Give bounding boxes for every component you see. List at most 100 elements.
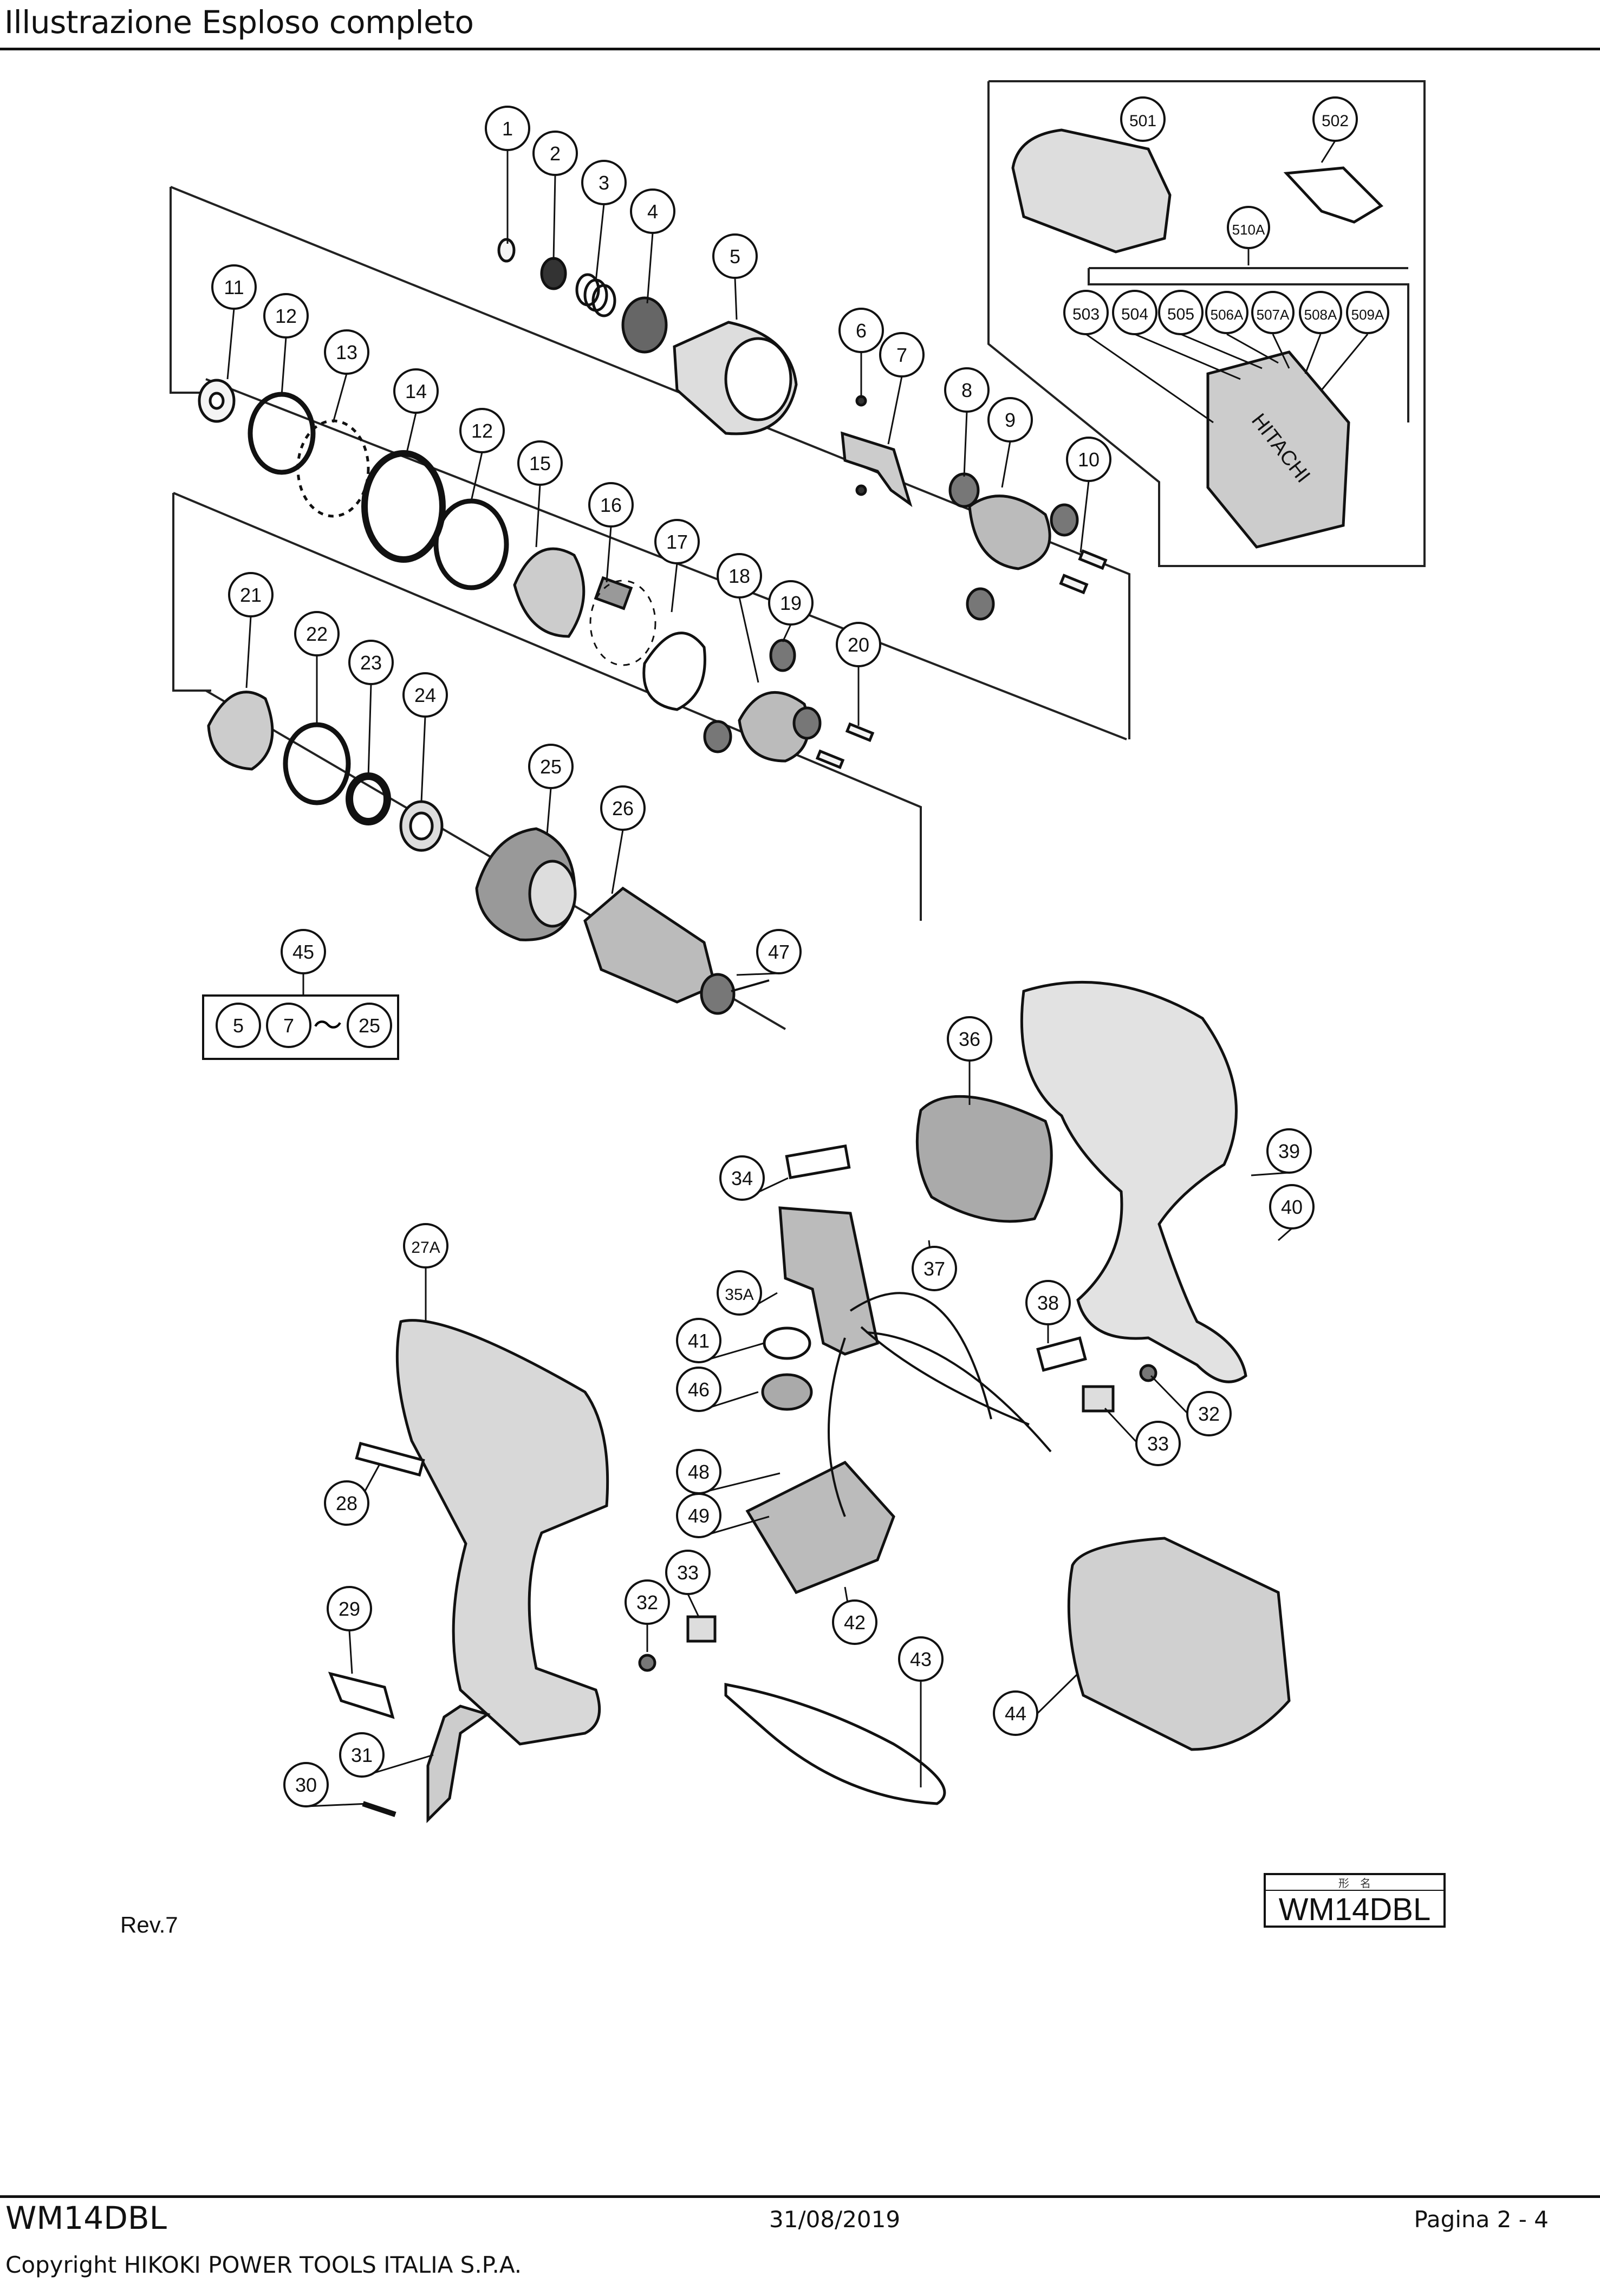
part-42-controller	[745, 1460, 895, 1595]
callout-circle	[654, 519, 700, 564]
callout-44: 44	[993, 1690, 1038, 1736]
part-501-charger	[1011, 128, 1172, 253]
part-9-hammer	[968, 495, 1051, 570]
leader-line	[782, 624, 792, 642]
callout-circle	[1227, 206, 1270, 249]
revision-label: Rev.7	[120, 1912, 178, 1937]
leader-line	[736, 972, 779, 976]
callout-number: 49	[688, 1505, 710, 1527]
callout-number: 20	[848, 634, 869, 656]
callout-20: 20	[836, 622, 881, 667]
callout-12: 12	[459, 408, 505, 453]
callout-number: 40	[1281, 1196, 1303, 1218]
callout-17: 17	[654, 519, 700, 564]
leader-line	[420, 716, 426, 802]
callout-circle	[836, 622, 881, 667]
callout-number: 32	[636, 1591, 658, 1614]
tool-body-parts	[328, 980, 1291, 1824]
callout-circle	[719, 1155, 765, 1201]
callout-number: 25	[359, 1014, 380, 1037]
callout-circle	[947, 1016, 992, 1062]
callout-49: 49	[676, 1493, 721, 1538]
middle-gear-frame	[172, 493, 211, 692]
leader-line	[226, 308, 235, 380]
callout-45: 45	[281, 929, 326, 974]
callout-1: 1	[485, 106, 530, 151]
callout-number: 15	[529, 452, 551, 474]
callout-number: 36	[959, 1028, 980, 1050]
callout-number: 7	[283, 1014, 294, 1037]
callout-number: 18	[729, 565, 750, 587]
callout-33: 33	[665, 1550, 711, 1595]
leader-line	[1251, 1172, 1290, 1176]
callout-number: 12	[275, 305, 297, 327]
callout-circle	[676, 1367, 721, 1412]
callout-circle	[228, 572, 274, 617]
footer-page-number: Pagina 2 - 4	[1414, 2206, 1549, 2233]
footer-copyright: Copyright HIKOKI POWER TOOLS ITALIA S.P.…	[5, 2252, 522, 2278]
callout-number: 3	[599, 172, 609, 194]
leader-line	[698, 1472, 781, 1494]
accessory-parts: HITACHI	[1011, 128, 1384, 549]
callout-number: 30	[295, 1774, 317, 1796]
callout-number: 44	[1005, 1702, 1026, 1725]
callout-circle	[756, 929, 802, 974]
upper-gear-frame	[170, 187, 214, 394]
footer-divider	[0, 2195, 1600, 2198]
callout-32: 32	[1186, 1391, 1232, 1436]
callout-bubbles: 1234567891011121314121516171819202122232…	[211, 96, 1389, 1807]
leader-line	[552, 174, 556, 261]
part-27A-housing-left	[395, 1319, 609, 1746]
page-header: Illustrazione Esploso completo	[0, 0, 1600, 51]
callout-circle	[912, 1246, 957, 1291]
part-21-internal-gear	[207, 691, 274, 771]
callout-48: 48	[676, 1449, 721, 1494]
callout-circle	[266, 1003, 311, 1048]
callout-number: 5	[233, 1014, 244, 1037]
callout-number: 510A	[1232, 222, 1265, 238]
callout-circle	[348, 640, 394, 685]
kit-member-25: 25	[347, 1003, 392, 1048]
callout-circle	[625, 1579, 670, 1625]
model-box: 形 名 WM14DBL	[1264, 1873, 1446, 1928]
callout-33: 33	[1135, 1421, 1181, 1466]
leader-line	[1272, 334, 1290, 369]
upper-gear-parts	[198, 238, 1108, 769]
callout-circle	[879, 332, 925, 378]
callout-circle	[459, 408, 505, 453]
leader-line	[734, 277, 738, 320]
callout-circle	[717, 1270, 762, 1316]
callout-number: 23	[360, 652, 382, 674]
callout-circle	[528, 744, 574, 789]
part-36-stator	[915, 1095, 1053, 1223]
callout-5: 5	[712, 233, 758, 279]
callout-506a: 506A	[1205, 291, 1248, 334]
callout-number: 14	[405, 380, 427, 402]
callout-number: 5	[730, 245, 740, 268]
callout-circle	[1025, 1280, 1071, 1325]
leader-line	[1321, 140, 1336, 163]
leader-line	[245, 616, 252, 688]
callout-14: 14	[393, 368, 439, 414]
part-35A-switch	[778, 1206, 879, 1356]
leader-line	[738, 597, 759, 683]
callout-510a: 510A	[1227, 206, 1270, 249]
header-divider	[0, 48, 1600, 50]
callout-circle	[281, 929, 326, 974]
leader-line	[887, 376, 903, 445]
leader-line	[963, 411, 968, 477]
part-12-ring	[248, 392, 316, 475]
callout-circle	[393, 368, 439, 414]
callout-circle	[1266, 1128, 1312, 1174]
callout-number: 21	[240, 584, 262, 606]
callout-503: 503	[1063, 290, 1109, 335]
callout-40: 40	[1269, 1184, 1315, 1230]
leader-line	[1304, 334, 1322, 374]
leader-line	[1134, 333, 1241, 380]
callout-number: 29	[339, 1598, 360, 1620]
callout-circle	[1205, 291, 1248, 334]
callout-circle	[676, 1493, 721, 1538]
callout-39: 39	[1266, 1128, 1312, 1174]
callout-circle	[665, 1550, 711, 1595]
